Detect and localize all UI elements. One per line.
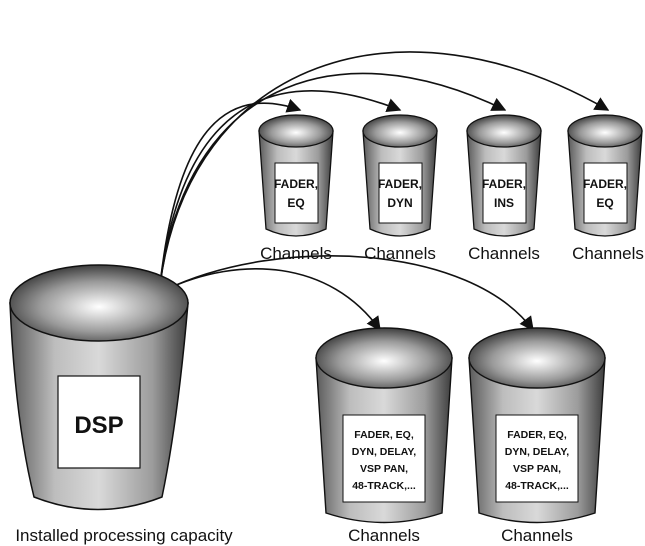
bottom-bucket-1-line2: DYN, DELAY, <box>352 446 416 458</box>
top-bucket-3-line1: FADER, <box>482 177 526 191</box>
bottom-bucket-1-line3: VSP PAN, <box>360 463 408 475</box>
bottom-bucket-2: FADER, EQ, DYN, DELAY, VSP PAN, 48-TRACK… <box>468 327 606 524</box>
arrow-to-top-3 <box>159 72 507 286</box>
arrow-to-top-2 <box>159 90 402 286</box>
bottom-bucket-2-line1: FADER, EQ, <box>507 429 567 441</box>
top-bucket-2: FADER, DYN <box>362 114 438 237</box>
bottom-bucket-2-caption: Channels <box>501 526 573 545</box>
bottom-bucket-1: FADER, EQ, DYN, DELAY, VSP PAN, 48-TRACK… <box>315 327 453 524</box>
dsp-caption: Installed processing capacity <box>15 526 233 545</box>
top-bucket-3-line2: INS <box>494 196 514 210</box>
top-bucket-3-caption: Channels <box>468 244 540 263</box>
top-bucket-4-line2: EQ <box>596 196 613 210</box>
top-bucket-3: FADER, INS <box>466 114 542 237</box>
bottom-bucket-2-line3: VSP PAN, <box>513 463 561 475</box>
arrow-to-bottom-1 <box>164 268 381 332</box>
top-bucket-1: FADER, EQ <box>258 114 334 237</box>
top-bucket-2-line2: DYN <box>387 196 412 210</box>
dsp-bucket: DSP <box>9 264 189 511</box>
bottom-bucket-1-caption: Channels <box>348 526 420 545</box>
bottom-bucket-2-line4: 48-TRACK,... <box>505 480 569 492</box>
bottom-bucket-1-line4: 48-TRACK,... <box>352 480 416 492</box>
top-bucket-1-line2: EQ <box>287 196 304 210</box>
top-bucket-4-line1: FADER, <box>583 177 627 191</box>
top-bucket-4-caption: Channels <box>572 244 644 263</box>
arrow-to-bottom-2 <box>164 255 534 332</box>
arrow-to-top-1 <box>159 98 302 286</box>
bottom-bucket-2-line2: DYN, DELAY, <box>505 446 569 458</box>
bottom-bucket-1-line1: FADER, EQ, <box>354 429 414 441</box>
top-bucket-1-caption: Channels <box>260 244 332 263</box>
top-bucket-2-line1: FADER, <box>378 177 422 191</box>
dsp-label: DSP <box>74 412 123 439</box>
top-bucket-1-line1: FADER, <box>274 177 318 191</box>
top-bucket-4: FADER, EQ <box>567 114 643 237</box>
top-bucket-2-caption: Channels <box>364 244 436 263</box>
flow-arrows <box>159 51 610 332</box>
arrow-to-top-4 <box>159 51 610 286</box>
